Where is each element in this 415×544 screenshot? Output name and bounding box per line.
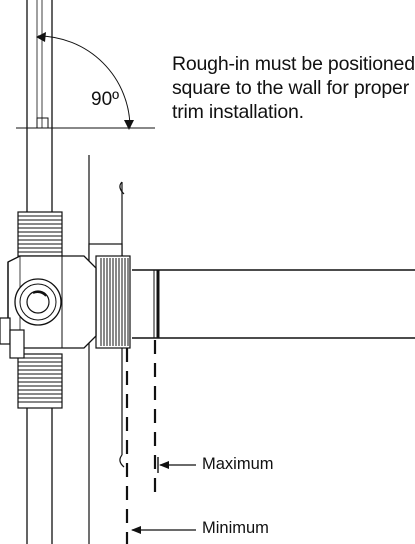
bottom-threaded-fitting xyxy=(17,353,63,409)
note-line-1: Rough-in must be positioned xyxy=(172,53,415,75)
installation-note: Rough-in must be positioned square to th… xyxy=(172,52,415,124)
supply-pipe xyxy=(26,0,53,544)
threaded-outlet xyxy=(95,255,131,349)
wall xyxy=(88,155,125,544)
maximum-label: Maximum xyxy=(202,455,274,473)
angle-label: 90º xyxy=(91,89,120,110)
maximum-arrow xyxy=(157,457,196,473)
note-line-3: trim installation. xyxy=(172,101,304,123)
minimum-label: Minimum xyxy=(202,519,269,537)
right-angle-indicator xyxy=(16,32,155,130)
top-threaded-fitting xyxy=(17,211,63,257)
trim-pipe xyxy=(132,269,415,339)
valve-port xyxy=(14,278,62,326)
note-line-2: square to the wall for proper xyxy=(172,77,409,99)
lower-nipple xyxy=(0,317,25,359)
